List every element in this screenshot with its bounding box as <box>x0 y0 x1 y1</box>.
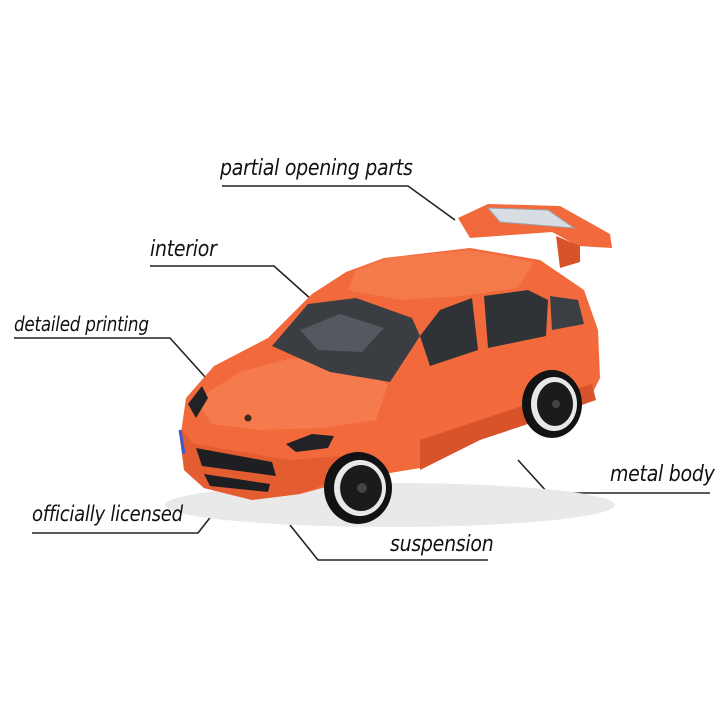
porsche-badge <box>244 414 252 422</box>
car-windows <box>272 290 584 382</box>
leader-line-partial-opening-parts <box>222 185 456 221</box>
open-tailgate <box>458 204 612 268</box>
side-window-front <box>420 298 478 366</box>
leader-line-suspension <box>289 524 488 561</box>
label-metal-body: metal body <box>610 462 715 487</box>
side-window-rear <box>484 290 548 348</box>
headlight-right <box>286 434 334 452</box>
leader-line-detailed-printing <box>14 337 207 379</box>
leader-lines <box>14 185 710 561</box>
label-interior: interior <box>150 237 217 262</box>
label-partial-opening-parts: partial opening parts <box>220 156 413 181</box>
grille <box>196 448 276 476</box>
headlight-left <box>188 386 208 418</box>
wheel-front <box>324 452 392 524</box>
label-suspension: suspension <box>390 532 494 557</box>
wheel-rear <box>522 370 582 438</box>
label-detailed-printing: detailed printing <box>14 312 149 336</box>
leader-line-interior <box>150 265 313 301</box>
front-details <box>178 386 334 492</box>
label-officially-licensed: officially licensed <box>32 502 183 526</box>
